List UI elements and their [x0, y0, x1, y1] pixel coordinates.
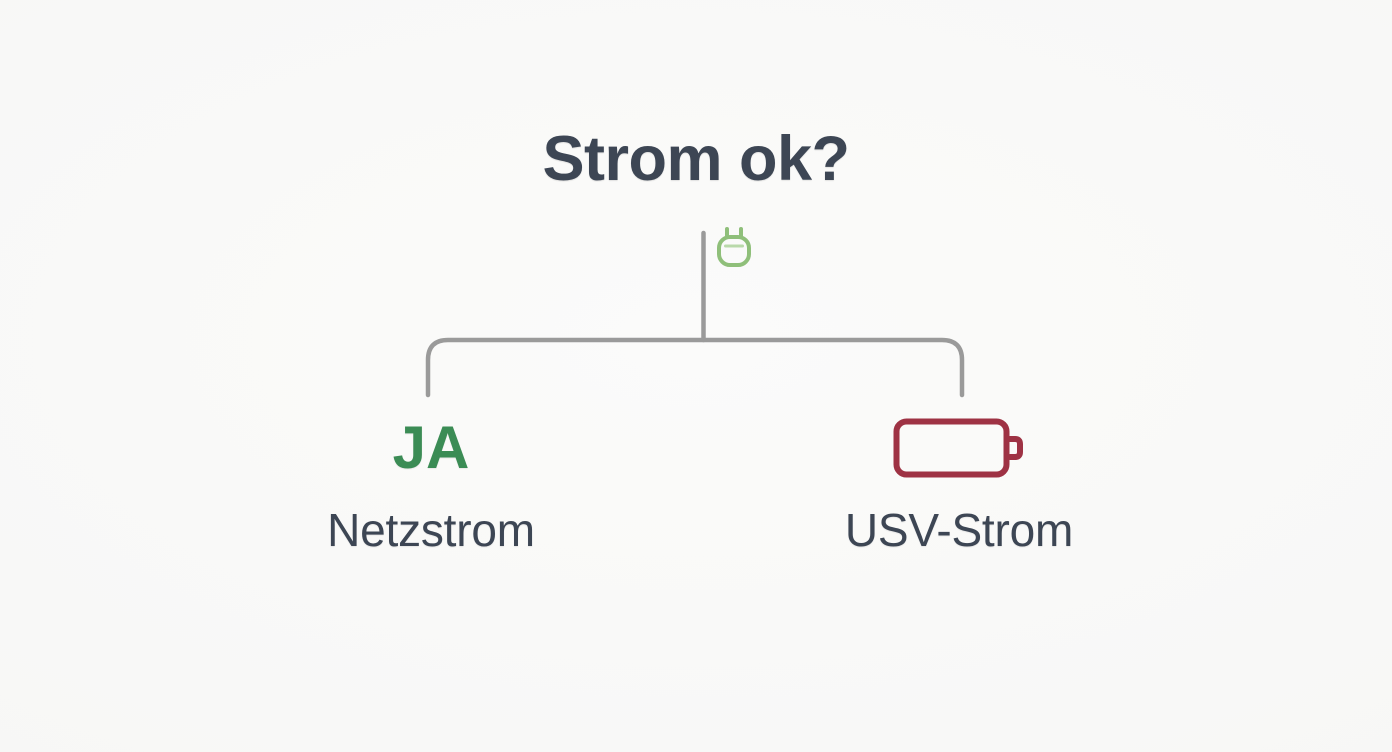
branch-left-label: Netzstrom [327, 504, 535, 556]
page-title: Strom ok? [542, 124, 850, 194]
power-plug-icon [717, 227, 751, 267]
branch-usv-strom: USV-Strom [718, 410, 1200, 554]
branch-netzstrom: JA Netzstrom [193, 410, 669, 556]
answer-ja-label: JA [392, 414, 470, 481]
branch-right-icon-row [718, 410, 1200, 486]
branch-right-label: USV-Strom [844, 504, 1074, 556]
battery-empty-icon [893, 418, 1023, 478]
connector-branch-bar [425, 337, 965, 398]
branch-left-icon-row: JA [193, 410, 669, 486]
